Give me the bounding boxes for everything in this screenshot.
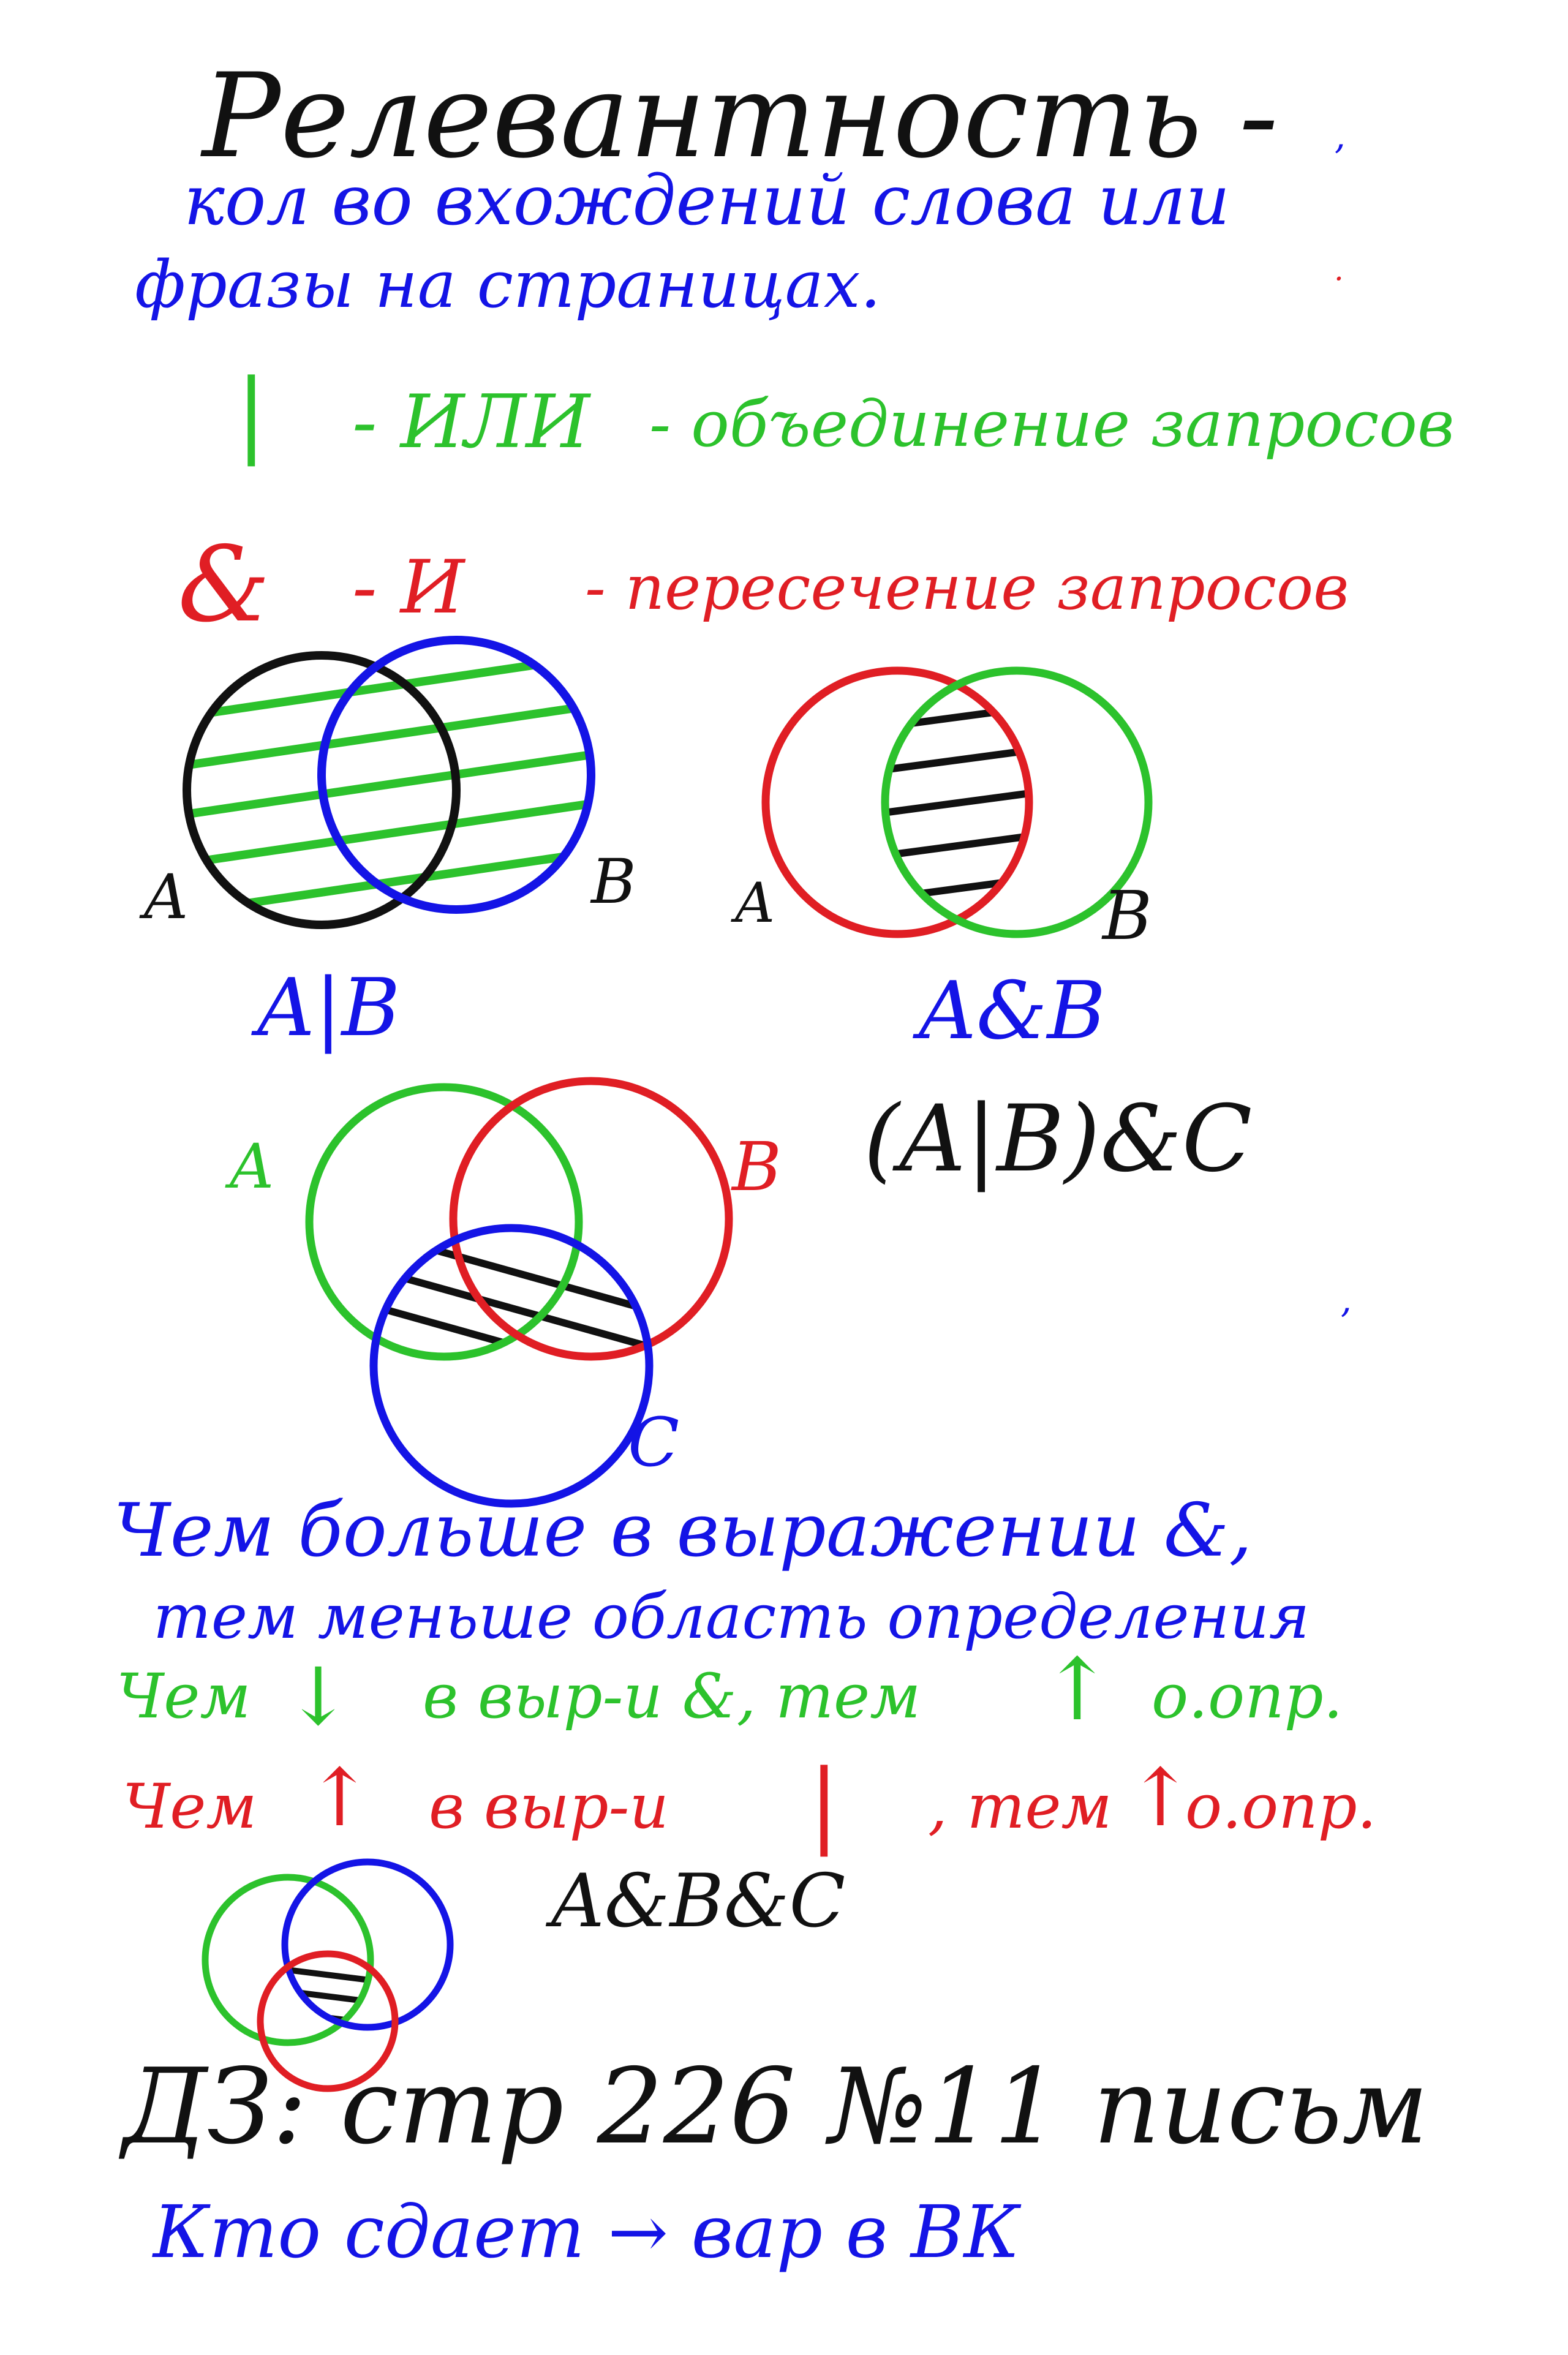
union-diagram	[183, 636, 595, 929]
and-meaning: - пересечение запросов	[585, 552, 1349, 624]
small-circle-c	[257, 1950, 399, 2092]
three-set-circle-c	[369, 1224, 654, 1508]
red-rule-arrow-up-2: ↑	[1127, 1751, 1194, 1844]
or-symbol: |	[236, 360, 267, 467]
three-set-label-c: C	[628, 1403, 680, 1482]
small-circle-b	[281, 1858, 454, 2031]
red-rule-part-1: Чем	[123, 1771, 257, 1842]
rule-line-2: тем меньше область определения	[153, 1581, 1310, 1652]
union-caption: A|B	[257, 961, 401, 1054]
stray-mark-1: ʼ	[1332, 138, 1344, 181]
union-label-b: B	[591, 846, 636, 918]
union-label-a: A	[144, 861, 189, 933]
rule-line-1: Чем больше в выражении &,	[113, 1488, 1253, 1573]
intersection-diagram	[761, 666, 1153, 938]
union-circle-a	[183, 651, 461, 929]
and-symbol: &	[178, 524, 271, 646]
red-rule-part-4: о.опр.	[1185, 1771, 1377, 1842]
red-rule-arrow-up-1: ↑	[306, 1751, 373, 1844]
homework-note: Кто сдает → вар в ВК	[153, 2190, 1020, 2274]
definition-line-1: кол во вхождений слова или	[184, 161, 1231, 241]
small-three-set-expression: A&B&C	[551, 1859, 846, 1944]
title: Релевантность -	[202, 48, 1279, 184]
green-rule-part-1: Чем	[116, 1660, 251, 1732]
union-hatch	[187, 651, 591, 925]
three-set-label-a: A	[230, 1131, 274, 1202]
and-word: - И	[352, 545, 465, 630]
intersection-circle-b	[881, 666, 1153, 938]
intersection-caption: A&B	[919, 964, 1106, 1057]
intersection-circle-a	[761, 666, 1033, 938]
three-set-diagram	[305, 1077, 733, 1508]
definition-line-2: фразы на страницах.	[135, 247, 881, 322]
intersection-label-b: B	[1102, 876, 1152, 955]
union-circle-b	[317, 636, 595, 914]
or-meaning: - объединение запросов	[649, 386, 1455, 461]
three-set-label-b: B	[732, 1128, 782, 1206]
green-rule-part-2: в выр-и &, тем	[423, 1660, 921, 1732]
intersection-label-a: A	[735, 871, 775, 935]
homework-line: ДЗ: стр 226 №11 письм	[123, 2046, 1429, 2168]
three-set-expression: (A|B)&C	[864, 1086, 1253, 1193]
red-rule-part-2: в выр-и	[429, 1771, 669, 1842]
stray-mark-2: ·	[1334, 261, 1344, 296]
green-rule-arrow-up: ↑	[1041, 1640, 1114, 1740]
stray-mark-3: ʼ	[1338, 1302, 1351, 1344]
green-rule-arrow-down: ↓	[285, 1650, 352, 1743]
green-rule-part-3: о.опр.	[1152, 1660, 1343, 1732]
three-set-circle-b	[449, 1077, 733, 1361]
small-circle-a	[202, 1874, 374, 2046]
or-word: - ИЛИ	[352, 380, 590, 465]
three-set-circle-a	[305, 1083, 583, 1361]
red-rule-part-3: , тем	[928, 1771, 1112, 1842]
red-rule-symbol: |	[809, 1750, 840, 1857]
